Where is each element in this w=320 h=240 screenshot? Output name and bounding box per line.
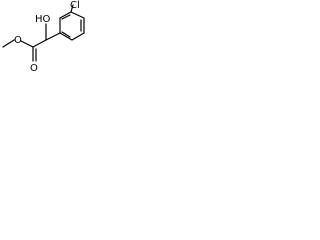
chemical-structure-diagram: Cl HO O O bbox=[2, 0, 85, 74]
carbonyl-oxygen-label: O bbox=[30, 63, 38, 74]
ring-double-bond-inner-bottom bbox=[61, 31, 71, 38]
ring-double-bond-inner-top bbox=[61, 14, 71, 20]
ring-bond-bottom-right bbox=[71, 32, 85, 41]
ring-bond-bottom-left bbox=[59, 32, 73, 41]
carbonyl-to-ester-oxygen-bond bbox=[20, 40, 34, 48]
hydroxyl-label: HO bbox=[35, 14, 51, 25]
c-cl-bond bbox=[70, 4, 74, 13]
ring-to-alpha-carbon-bond bbox=[45, 32, 61, 41]
ester-oxygen-to-methyl-bond bbox=[2, 39, 15, 48]
chlorine-label: Cl bbox=[70, 0, 80, 11]
ring-bond-top-right bbox=[70, 11, 85, 19]
benzene-ring bbox=[59, 11, 85, 41]
ester-oxygen-label: O bbox=[14, 35, 22, 46]
alpha-carbon-to-carbonyl-bond bbox=[32, 39, 47, 48]
ring-bond-top-left bbox=[59, 11, 72, 19]
